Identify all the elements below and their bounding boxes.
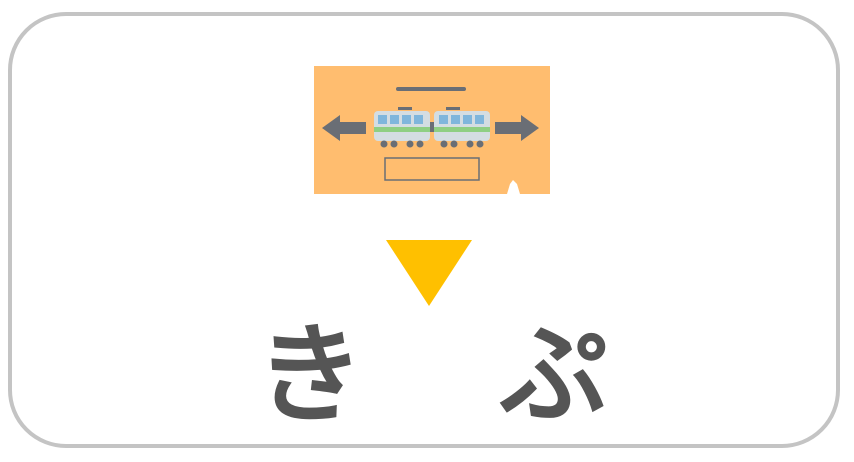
- down-triangle-icon: [386, 240, 472, 306]
- last-character: ぷ: [500, 313, 609, 438]
- train-ticket-icon: [314, 66, 550, 194]
- first-character: き: [256, 313, 365, 438]
